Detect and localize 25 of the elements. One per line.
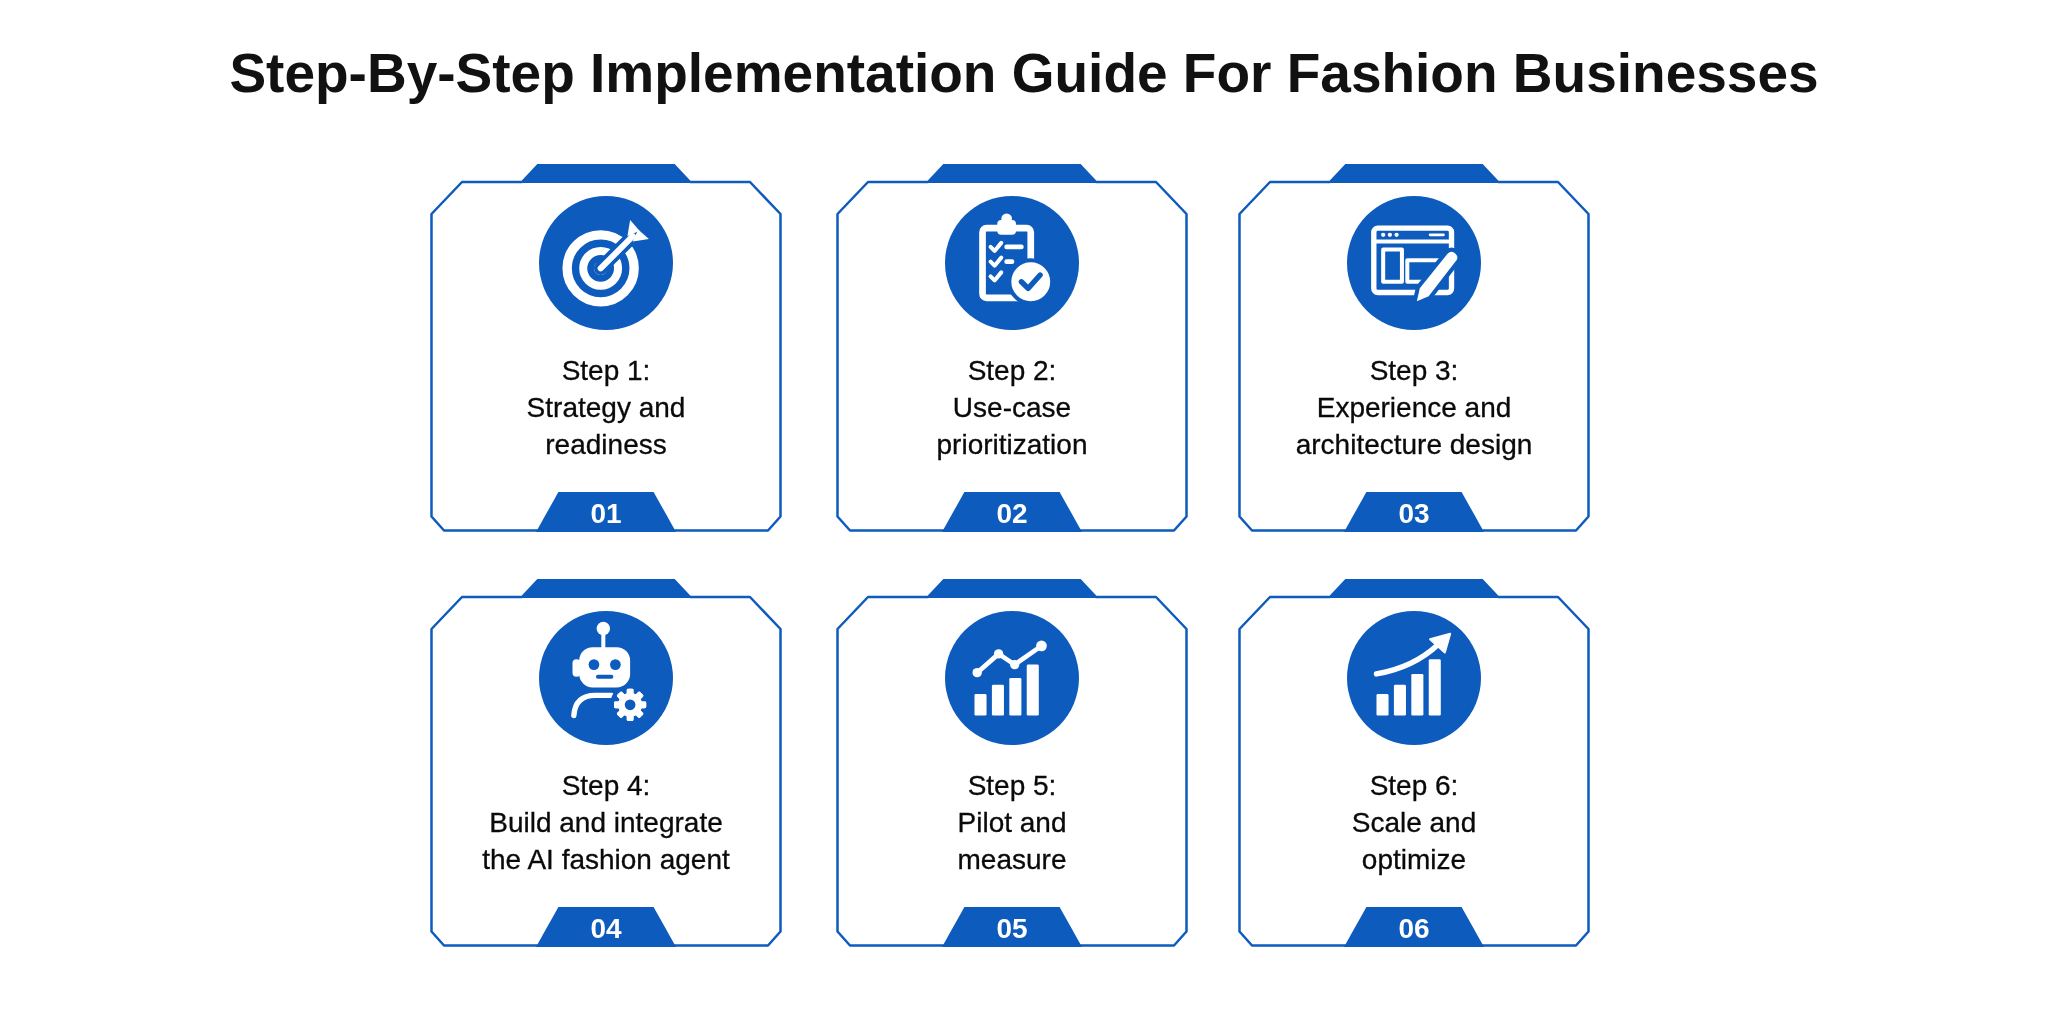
step-number: 03 [1398, 498, 1430, 530]
step-card [430, 164, 782, 532]
step-title: Build and integrate the AI fashion agent [481, 806, 731, 877]
step-number: 05 [996, 913, 1028, 945]
step-heading: Step 2: [967, 354, 1057, 388]
step-title: Strategy and readiness [525, 391, 687, 462]
step-card [430, 579, 782, 947]
step-number: 04 [590, 913, 622, 945]
step-card [836, 164, 1188, 532]
step-title: Pilot and measure [956, 806, 1068, 877]
step-title: Scale and optimize [1350, 806, 1478, 877]
step-heading: Step 1: [561, 354, 651, 388]
step-title: Experience and architecture design [1294, 391, 1534, 462]
step-heading: Step 6: [1369, 769, 1459, 803]
step-card [836, 579, 1188, 947]
step-card [1238, 164, 1590, 532]
step-title: Use-case prioritization [935, 391, 1089, 462]
step-heading: Step 3: [1369, 354, 1459, 388]
step-card [1238, 579, 1590, 947]
page-title: Step-By-Step Implementation Guide For Fashion Businesses [229, 41, 1819, 106]
step-heading: Step 4: [561, 769, 651, 803]
step-number: 01 [590, 498, 622, 530]
step-heading: Step 5: [967, 769, 1057, 803]
step-number: 02 [996, 498, 1028, 530]
step-number: 06 [1398, 913, 1430, 945]
